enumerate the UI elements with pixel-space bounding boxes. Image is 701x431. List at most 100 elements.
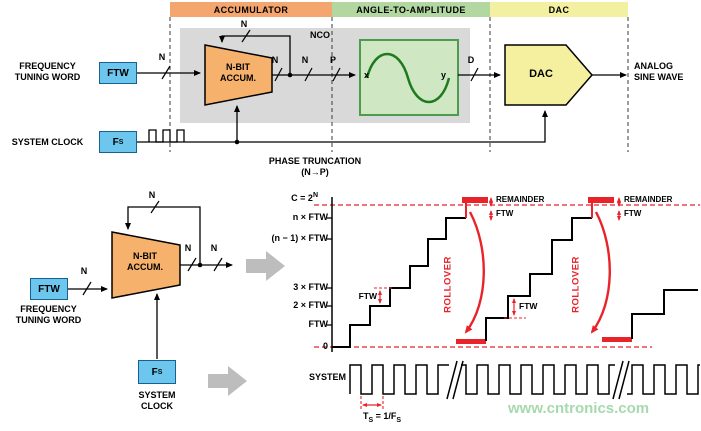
- bus-slash: [470, 67, 479, 82]
- sine-wave-icon: [365, 52, 451, 104]
- bus-label-n: N: [184, 243, 192, 253]
- axis-ticks: [327, 217, 332, 326]
- bus-label-d: D: [467, 55, 475, 65]
- bus-label-n: N: [240, 19, 248, 29]
- remainder-label: REMAINDER: [624, 195, 673, 204]
- label-line: TUNING WORD: [14, 71, 81, 82]
- label-line: SINE WAVE: [634, 71, 684, 82]
- bus-slash: [274, 67, 283, 82]
- feedback-loop: [219, 35, 291, 75]
- overflow-bar-1: [462, 197, 488, 203]
- header-angle-to-amplitude: ANGLE-TO-AMPLITUDE: [332, 2, 490, 17]
- label-line: ACCUM.: [127, 261, 163, 272]
- bus-label-n: N: [148, 190, 156, 200]
- label-line: CLOCK: [141, 400, 173, 411]
- label-line: TUNING WORD: [15, 314, 82, 325]
- rollover-arrow-2: [590, 211, 611, 334]
- remainder-bar-1: [456, 339, 486, 344]
- overflow-bar-2: [588, 197, 614, 203]
- period-sub: S: [396, 416, 402, 424]
- system-waveform-segment: [461, 364, 615, 395]
- waveform-break-icon: [612, 360, 630, 400]
- period-sub: S: [368, 416, 374, 424]
- remainder-label: REMAINDER: [496, 195, 545, 204]
- bus-label-n: N: [271, 55, 279, 65]
- bus-slash: [332, 67, 341, 82]
- waveform-break-icon: [446, 360, 464, 400]
- ftw-box: FTW: [99, 62, 137, 84]
- bus-label-n: N: [301, 55, 309, 65]
- nco-label: NCO: [310, 30, 330, 40]
- mini-ftw-box: FTW: [30, 278, 68, 300]
- header-accumulator: ACCUMULATOR: [170, 2, 332, 17]
- bus-slash: [304, 67, 313, 82]
- label-line: (N→P): [301, 166, 329, 177]
- y-axis-label: n × FTW: [292, 212, 328, 222]
- label-line: FREQUENCY: [20, 304, 77, 314]
- sine-y-label: y: [441, 70, 447, 80]
- mini-accumulator-label: N-BIT ACCUM.: [113, 251, 177, 273]
- ftw-remainder-label: FTW: [624, 209, 642, 218]
- period-label: TS = 1/FS: [332, 411, 432, 425]
- mini-feedback-loop: [125, 206, 201, 265]
- bus-label-n: N: [210, 243, 218, 253]
- c-max-label: C = 2N: [272, 192, 318, 204]
- fs-box-label: F: [151, 366, 158, 378]
- fs-box-label: F: [112, 136, 119, 148]
- dac-block: [504, 44, 593, 106]
- y-axis-label: (n − 1) × FTW: [271, 233, 328, 243]
- staircase-2: [485, 217, 592, 341]
- bus-slash: [161, 65, 171, 80]
- y-axis-label: 2 × FTW: [293, 300, 328, 310]
- accumulator-label: N-BIT ACCUM.: [206, 62, 270, 84]
- period-dashed-lines: [360, 396, 384, 410]
- ftw-step-label: FTW: [519, 301, 538, 311]
- rollover-arrow-1: [464, 211, 485, 334]
- bus-slash: [241, 29, 251, 43]
- label-line: SYSTEM: [138, 390, 176, 400]
- accumulator-block: [204, 44, 273, 106]
- watermark: www.cntronics.com: [508, 400, 650, 417]
- flow-arrow-icon: [246, 251, 285, 281]
- label-line: N-BIT: [133, 251, 157, 261]
- staircase-3: [631, 289, 698, 339]
- rollover-label: ROLLOVER: [570, 256, 582, 313]
- junction-dot: [234, 139, 240, 145]
- system-clock-label: SYSTEM CLOCK: [11, 137, 84, 147]
- mini-system-clock-label: SYSTEM CLOCK: [127, 390, 187, 412]
- sine-x-label: x: [364, 70, 370, 80]
- header-dac: DAC: [490, 2, 628, 17]
- ftw-box-label: FTW: [107, 67, 129, 79]
- clock-pulse-icon: [148, 129, 185, 143]
- label-line: ACCUM.: [220, 72, 256, 83]
- ftw-step-label: FTW: [358, 291, 377, 301]
- analog-sine-wave-label: ANALOG SINE WAVE: [634, 61, 700, 83]
- bus-slash: [187, 257, 197, 272]
- mini-accumulator-block: [111, 231, 181, 299]
- c-max-text: C = 2: [291, 193, 313, 203]
- bus-label-n: N: [80, 266, 88, 276]
- label-line: N-BIT: [226, 62, 250, 72]
- phase-truncation-label: PHASE TRUNCATION (N→P): [245, 156, 385, 178]
- bus-label-p: P: [329, 55, 336, 65]
- period-text: T: [362, 411, 369, 421]
- frequency-tuning-word-label: FREQUENCY TUNING WORD: [0, 61, 95, 83]
- flow-arrow-icon: [208, 366, 247, 396]
- staircase-1: [332, 217, 466, 348]
- clock-line: [137, 110, 548, 143]
- ftw-remainder-label: FTW: [496, 209, 514, 218]
- system-waveform-label: SYSTEM: [308, 372, 346, 382]
- label-line: FREQUENCY: [19, 61, 76, 71]
- y-axis-label: 3 × FTW: [293, 282, 328, 292]
- remainder-bar-2: [602, 337, 632, 342]
- label-line: PHASE TRUNCATION: [268, 156, 362, 166]
- rollover-label: ROLLOVER: [442, 256, 454, 313]
- y-axis-label: FTW: [308, 319, 329, 329]
- y-axis-label: 0: [322, 341, 328, 351]
- bus-label-n: N: [158, 52, 166, 62]
- fs-box-sub: S: [118, 138, 124, 146]
